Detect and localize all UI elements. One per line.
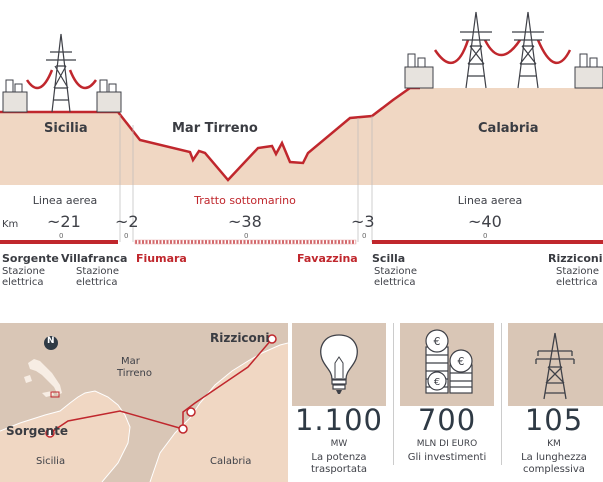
lightbulb-icon <box>320 334 358 394</box>
stat-length-desc-1: La lunghezza <box>521 452 587 463</box>
zero-tick-1: 0 <box>59 232 64 240</box>
calabria-overhead-line <box>433 39 572 64</box>
north-compass-icon <box>44 336 58 350</box>
segment-label-submarine: Tratto sottomarino <box>194 194 296 207</box>
submarine-cable-path <box>0 86 420 182</box>
stat-power-desc-1: La potenza <box>311 452 367 463</box>
place-rizziconi-sub2: elettrica <box>556 277 598 288</box>
map-city-rizziconi: Rizziconi <box>210 331 270 345</box>
stat-length-unit: KM <box>547 439 561 449</box>
stats-divider-2 <box>501 323 502 465</box>
place-scilla: Scilla <box>372 252 406 265</box>
segment-label-aerial-left: Linea aerea <box>32 194 98 207</box>
distance-value-aerial-calabria: ~40 <box>468 212 502 231</box>
cable-profile-diagram <box>0 11 603 245</box>
map-label-calabria: Calabria <box>210 456 252 467</box>
stat-investment-desc-1: Gli investimenti <box>407 452 487 463</box>
region-label-calabria: Calabria <box>478 121 539 136</box>
calabria-power-station-icon <box>404 53 603 89</box>
map-calabria-land <box>150 343 288 482</box>
terrain-area <box>0 88 603 185</box>
place-villafranca: Villafranca <box>61 252 128 265</box>
map-route-line <box>49 338 273 434</box>
stat-length-desc-2: complessiva <box>523 464 585 475</box>
route-map <box>0 323 288 482</box>
stats-divider-1 <box>393 323 394 465</box>
map-sicily-land <box>0 391 130 482</box>
place-sorgente-sub2: elettrica <box>2 277 44 288</box>
stat-power-value: 1.100 <box>294 403 384 437</box>
place-favazzina: Favazzina <box>297 252 358 265</box>
stat-power-icon-box <box>292 323 386 406</box>
distance-value-favazzina-scilla: ~3 <box>351 212 375 231</box>
map-sea-label-2: Tirreno <box>117 368 153 379</box>
region-label-sicilia: Sicilia <box>44 121 88 136</box>
north-letter: N <box>47 336 55 346</box>
stat-investment-value: 700 <box>417 403 477 437</box>
stat-investment-icon-box: € € € <box>400 323 494 406</box>
zero-tick-4: 0 <box>362 232 367 240</box>
calabria-pylon-icon-left <box>460 11 492 89</box>
place-sorgente-sub1: Stazione <box>2 266 46 277</box>
place-villafranca-sub1: Stazione <box>76 266 120 277</box>
place-scilla-sub2: elettrica <box>374 277 416 288</box>
sicilia-overhead-line <box>25 69 98 90</box>
zero-tick-5: 0 <box>483 232 488 240</box>
stat-length-icon-box <box>508 323 603 406</box>
coins-icon: € € € <box>425 329 473 394</box>
sicilia-power-station-icon <box>2 79 122 113</box>
place-rizziconi: Rizziconi <box>548 252 603 265</box>
stat-investment-unit: MLN DI EURO <box>416 439 478 449</box>
zero-tick-3: 0 <box>244 232 249 240</box>
stat-power-desc-2: trasportata <box>310 464 368 475</box>
distance-value-submarine: ~38 <box>228 212 262 231</box>
stat-power-unit: MW <box>330 439 348 449</box>
place-fiumara: Fiumara <box>136 252 187 265</box>
region-label-mar-tirreno: Mar Tirreno <box>172 121 258 136</box>
place-scilla-sub1: Stazione <box>374 266 418 277</box>
italy-inset-icon <box>24 359 62 398</box>
pylon-icon <box>535 332 575 400</box>
svg-text:€: € <box>458 355 465 368</box>
distance-value-villafranca-fiumara: ~2 <box>115 212 139 231</box>
svg-text:€: € <box>434 377 440 388</box>
km-unit-label: Km <box>2 219 19 230</box>
calabria-pylon-icon-right <box>512 11 544 89</box>
place-sorgente: Sorgente <box>2 252 59 265</box>
map-sea-label-1: Mar <box>121 356 140 367</box>
map-city-sorgente: Sorgente <box>6 424 68 438</box>
zero-tick-2: 0 <box>124 232 129 240</box>
segment-label-aerial-right: Linea aerea <box>457 194 523 207</box>
svg-text:€: € <box>434 335 441 348</box>
stat-length-value: 105 <box>524 403 584 437</box>
sicilia-pylon-icon <box>46 33 76 113</box>
map-label-sicilia: Sicilia <box>36 456 66 467</box>
place-rizziconi-sub1: Stazione <box>556 266 600 277</box>
distance-value-aerial-sicilia: ~21 <box>47 212 81 231</box>
place-villafranca-sub2: elettrica <box>76 277 118 288</box>
